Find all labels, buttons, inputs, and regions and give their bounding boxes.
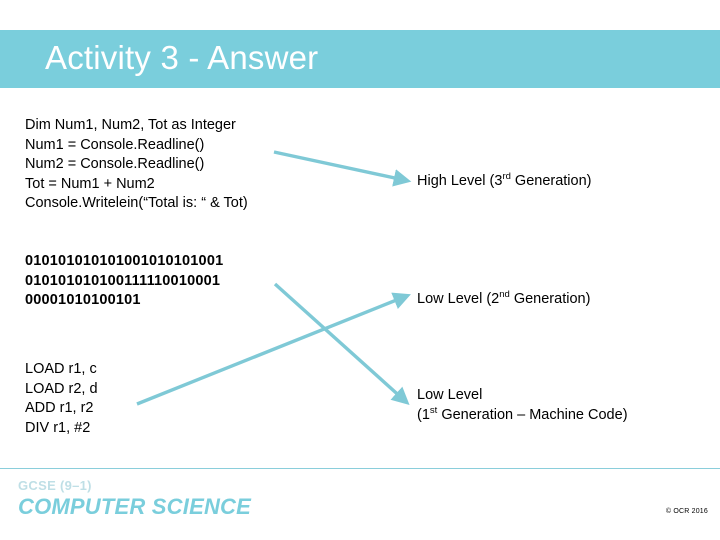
label-low-level-2nd-suffix: Generation) <box>509 291 591 307</box>
footer-divider <box>0 468 720 469</box>
page-title: Activity 3 - Answer <box>45 39 319 76</box>
copyright-notice: © OCR 2016 <box>665 508 708 515</box>
gcse-computer-science-logo: GCSE (9–1) COMPUTER SCIENCE <box>18 478 251 519</box>
label-low-level-1st-prefix: (1 <box>417 407 430 423</box>
arrow-machine-code <box>273 282 410 406</box>
title-band <box>0 30 720 88</box>
label-low-level-2nd-prefix: Low Level (2 <box>417 291 500 307</box>
label-high-level-suffix: Generation) <box>510 173 592 189</box>
binary-code-block: 010101010101001010101001 010101010100111… <box>25 253 224 309</box>
label-low-level-1st-suffix: Generation – Machine Code) <box>437 407 628 423</box>
label-low-level-2nd-sup: nd <box>499 289 510 301</box>
logo-qualification-text: GCSE (9–1) <box>18 478 92 493</box>
label-low-level-1st-sup: st <box>429 405 438 417</box>
label-low-level-1st-line1: Low Level <box>417 387 483 403</box>
arrow-low-level <box>136 292 411 406</box>
label-low-level-2nd: Low Level (2nd Generation) <box>417 289 590 309</box>
label-high-level-sup: rd <box>502 171 511 183</box>
logo-subject-text: COMPUTER SCIENCE <box>18 494 251 519</box>
high-level-code-block: Dim Num1, Num2, Tot as Integer Num1 = Co… <box>25 117 248 212</box>
label-high-level-prefix: High Level (3 <box>417 173 503 189</box>
assembly-code-block: LOAD r1, c LOAD r2, d ADD r1, r2 DIV r1,… <box>25 361 98 436</box>
label-high-level: High Level (3rd Generation) <box>417 171 592 191</box>
arrow-high-level <box>273 150 412 187</box>
label-low-level-1st: Low Level (1st Generation – Machine Code) <box>417 385 628 425</box>
